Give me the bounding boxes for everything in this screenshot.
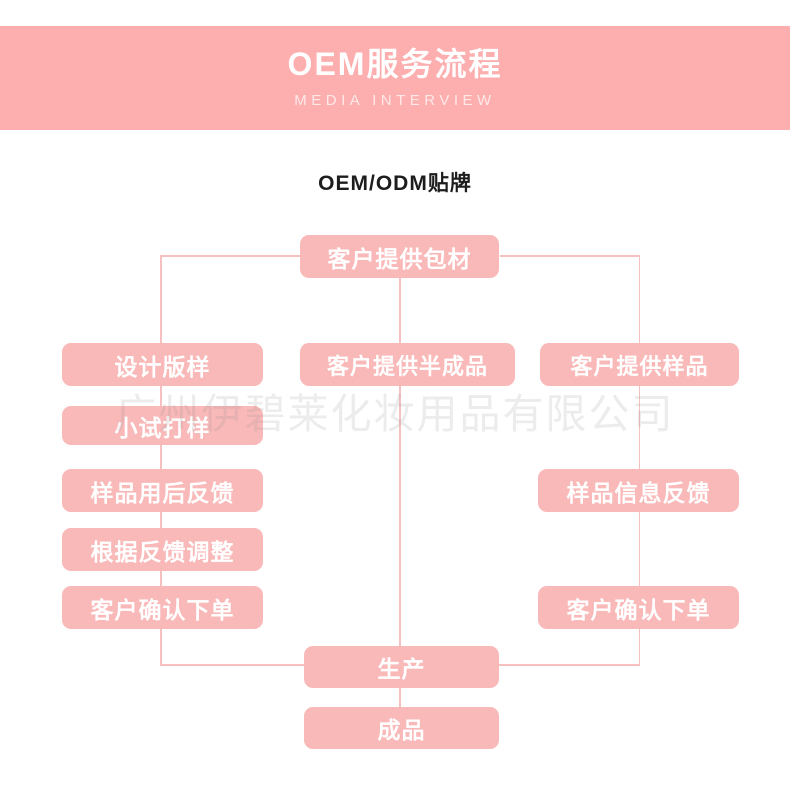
connector-right-6-production xyxy=(638,628,640,665)
node-sample-info-feedback[interactable]: 样品信息反馈 xyxy=(538,469,739,512)
node-customer-provides-packaging[interactable]: 客户提供包材 xyxy=(300,235,499,278)
connector-center-2-production xyxy=(399,385,401,646)
banner-subtitle: MEDIA INTERVIEW xyxy=(294,91,496,109)
connector-left-4-5 xyxy=(160,511,162,529)
banner-title: OEM服务流程 xyxy=(287,46,503,83)
connector-top-right-horizontal xyxy=(500,255,640,257)
connector-left-5-6 xyxy=(160,570,162,587)
connector-right-branch-vertical xyxy=(638,255,640,344)
node-customer-provides-sample[interactable]: 客户提供样品 xyxy=(540,343,739,386)
node-customer-provides-semi-finished[interactable]: 客户提供半成品 xyxy=(300,343,515,386)
connector-left-6-production xyxy=(160,628,162,665)
connector-top-left-horizontal xyxy=(160,255,300,257)
node-sample-usage-feedback[interactable]: 样品用后反馈 xyxy=(62,469,263,512)
node-finished-product[interactable]: 成品 xyxy=(304,707,499,749)
node-adjust-per-feedback[interactable]: 根据反馈调整 xyxy=(62,528,263,571)
connector-left-2-3 xyxy=(160,385,162,407)
node-production[interactable]: 生产 xyxy=(304,646,499,688)
connector-right-2-4 xyxy=(638,385,640,470)
node-customer-confirms-order-left[interactable]: 客户确认下单 xyxy=(62,586,263,629)
node-trial-sample[interactable]: 小试打样 xyxy=(62,406,263,445)
connector-left-branch-vertical xyxy=(160,255,162,344)
connector-production-to-finished xyxy=(399,688,401,708)
header-banner: OEM服务流程 MEDIA INTERVIEW xyxy=(0,26,790,130)
connector-right-to-production xyxy=(495,664,640,666)
connector-center-1-2 xyxy=(399,277,401,344)
connector-left-3-4 xyxy=(160,444,162,470)
connector-right-4-6 xyxy=(638,511,640,587)
node-design-sample[interactable]: 设计版样 xyxy=(62,343,263,386)
node-customer-confirms-order-right[interactable]: 客户确认下单 xyxy=(538,586,739,629)
connector-left-to-production xyxy=(160,664,305,666)
section-heading: OEM/ODM贴牌 xyxy=(318,172,472,195)
